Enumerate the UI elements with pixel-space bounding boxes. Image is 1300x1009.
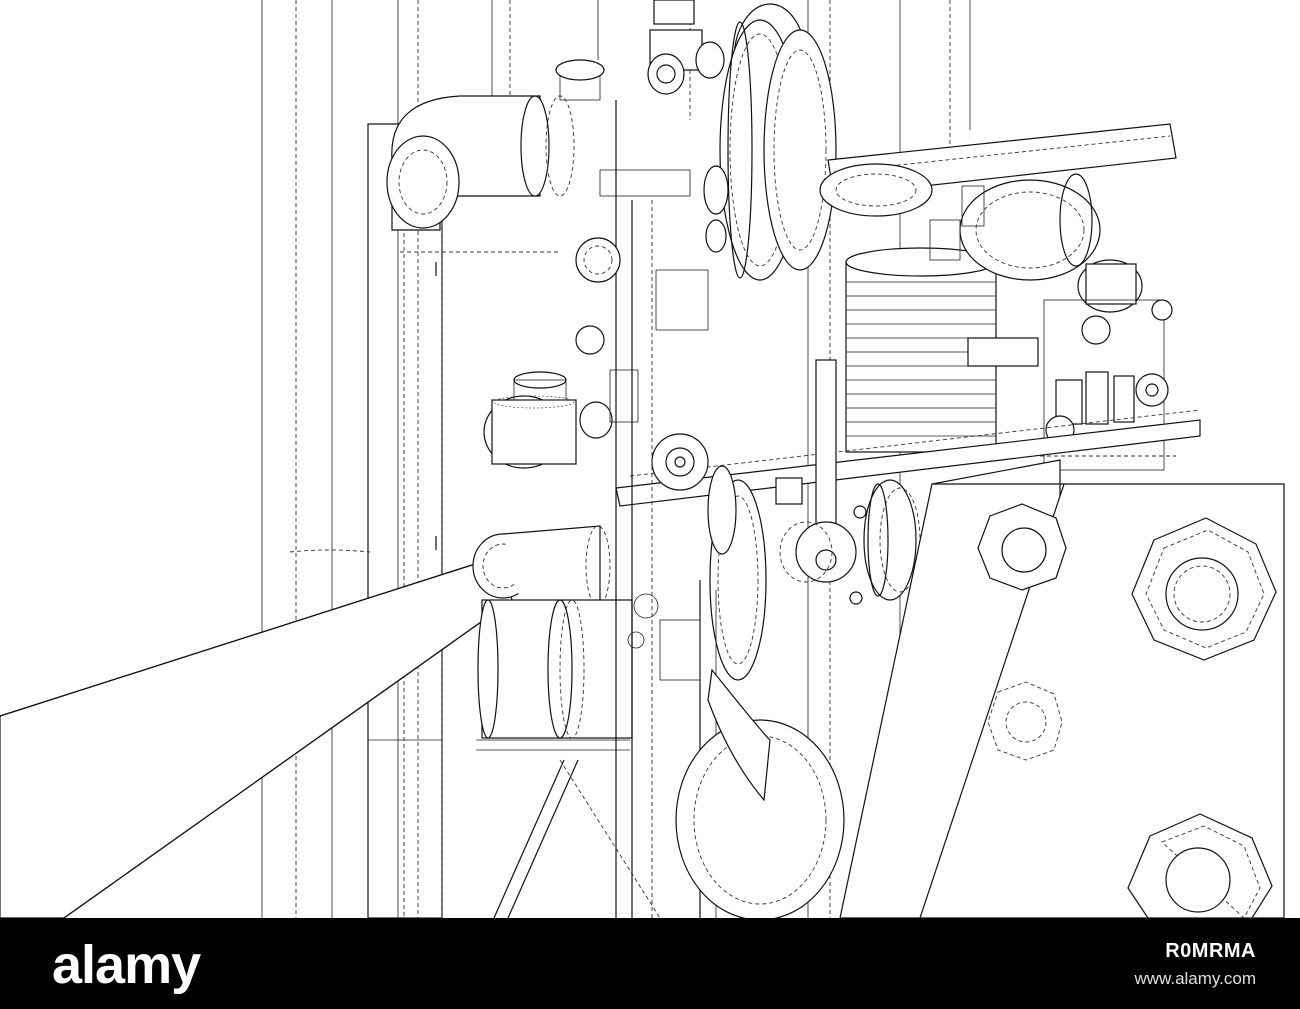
alamy-logo: alamy — [52, 934, 201, 996]
vertical-lever-arm — [779, 359, 857, 583]
wireframe-svg — [0, 0, 1285, 918]
misc-fittings — [289, 59, 985, 681]
image-id: R0MRMA — [1165, 940, 1256, 962]
vertical-rods — [575, 100, 717, 918]
long-diagonal-rod — [0, 525, 611, 918]
center-belt-pulleys — [651, 433, 921, 681]
cylindrical-filter — [476, 599, 633, 751]
central-pulley-stack — [647, 0, 837, 281]
site-url: www.alamy.com — [1134, 969, 1256, 988]
watermark-bar: alamy R0MRMA www.alamy.com — [0, 918, 1300, 1009]
coiled-heat-exchanger — [845, 247, 1039, 453]
watermark-meta: R0MRMA www.alamy.com — [1134, 940, 1256, 989]
machinery-wireframe-drawing — [0, 0, 1285, 918]
lower-tank — [493, 668, 845, 918]
upper-right-beam — [819, 123, 1177, 313]
left-pump-housing — [483, 371, 613, 469]
right-valves-cluster — [1040, 299, 1176, 471]
hex-bolt-heads — [977, 503, 1277, 918]
diagonal-lower-beam — [615, 409, 1201, 507]
left-frame-plate — [367, 123, 443, 918]
upper-elbow-pipe — [386, 95, 575, 253]
brand-name: alamy — [52, 935, 201, 995]
